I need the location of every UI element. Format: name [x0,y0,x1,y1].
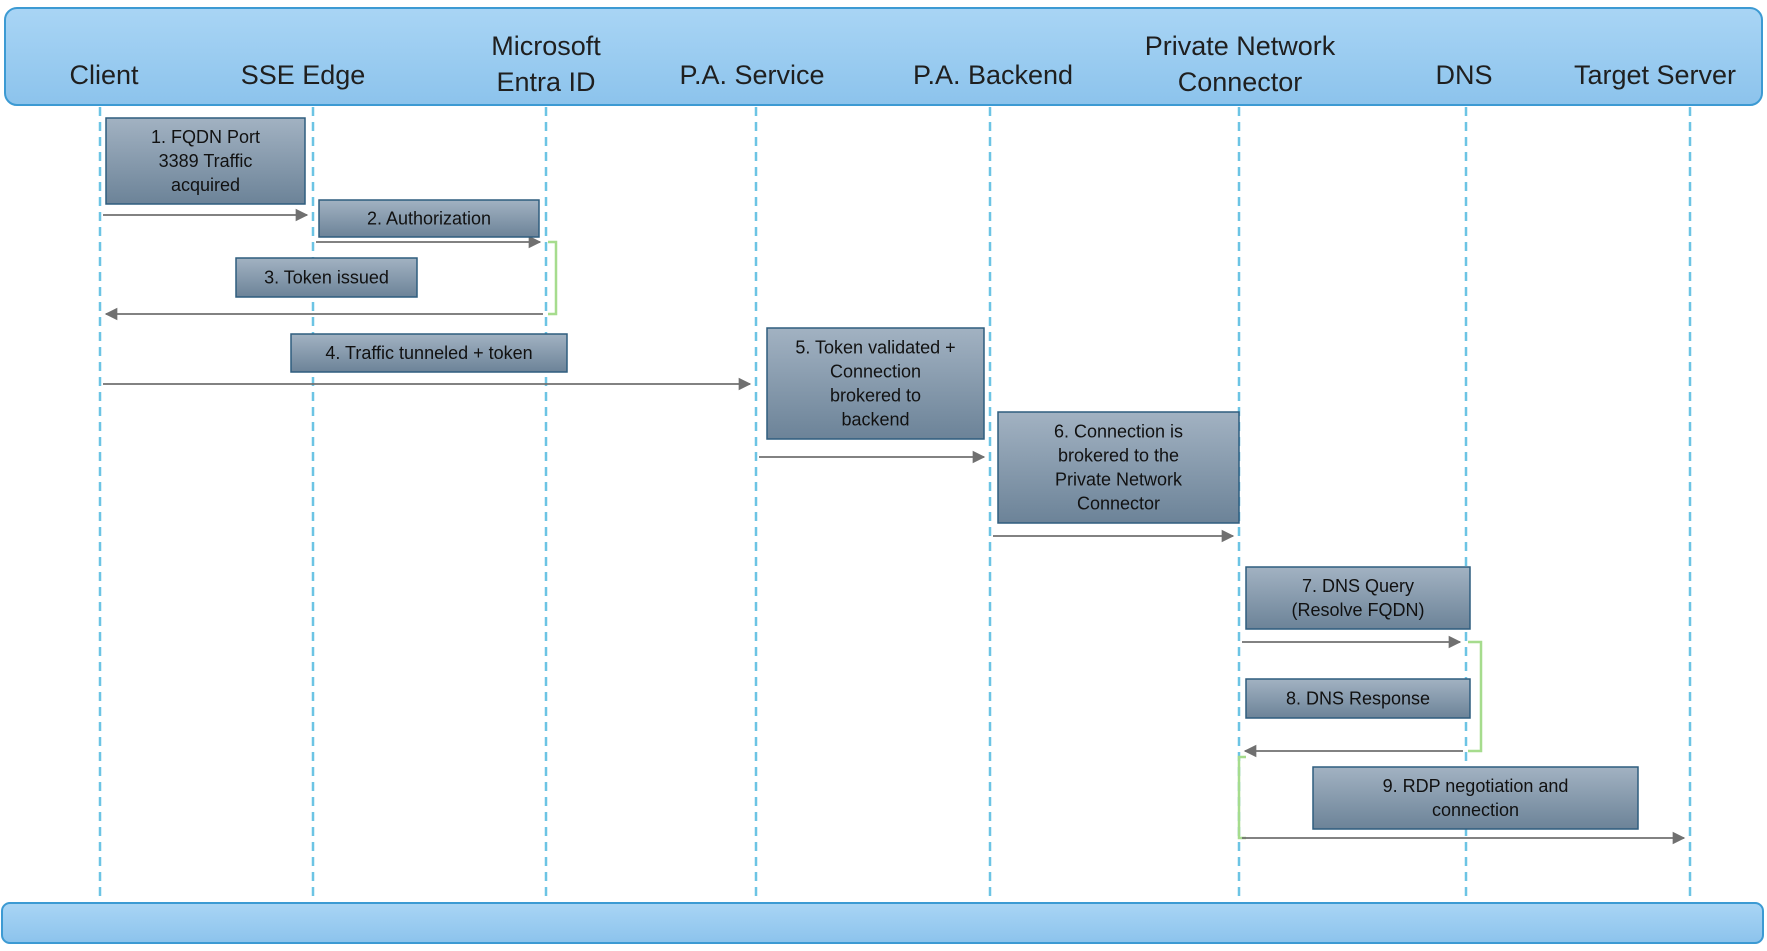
step-label-3: 3. Token issued [264,268,389,288]
step-label-8: 8. DNS Response [1286,689,1430,709]
participant-label-target-server: Target Server [1574,60,1736,90]
participant-label-line: DNS [1435,60,1492,90]
step-box-6 [997,411,1240,524]
return-brackets [548,240,1483,840]
step-box-2 [318,199,540,238]
step-box-4 [290,333,568,373]
step-label-line: 3. Token issued [264,268,389,288]
step-box-5 [766,327,985,440]
participant-label-client: Client [69,60,139,90]
step-label-line: (Resolve FQDN) [1291,600,1424,620]
step-label-line: 9. RDP negotiation and [1383,776,1569,796]
participant-label-sse-edge: SSE Edge [241,60,366,90]
participant-label-line: Connector [1178,67,1303,97]
step-label-line: 6. Connection is [1054,422,1183,442]
step-label-line: Connection [830,362,921,382]
step-box-8 [1245,678,1471,719]
step-label-5: 5. Token validated + Connection brokered t… [795,338,955,430]
step-label-line: 7. DNS Query [1302,576,1414,596]
header-bar [4,7,1763,106]
participant-label-line: P.A. Service [679,60,824,90]
step-label-line: Connector [1077,494,1160,514]
step-label-9: 9. RDP negotiation and connection [1383,776,1569,820]
dns-return-bracket [1468,640,1483,753]
step-label-line: connection [1432,800,1519,820]
participant-label-line: P.A. Backend [913,60,1073,90]
messages [103,208,1686,845]
participant-label-dns: DNS [1435,60,1492,90]
participant-label-pa-backend: P.A. Backend [913,60,1073,90]
step-label-1: 1. FQDN Port 3389 Traffic acquired [151,127,260,195]
step-boxes: 1. FQDN Port 3389 Traffic acquired 2. Autho… [105,117,1639,830]
step-box-1 [105,117,306,205]
entra-return-bracket [548,240,558,316]
step-label-line: brokered to [830,386,921,406]
step-label-line: 1. FQDN Port [151,127,260,147]
participant-label-line: SSE Edge [241,60,366,90]
participant-label-line: Private Network [1145,31,1336,61]
participant-label-line: Entra ID [496,67,595,97]
step-box-9 [1312,766,1639,830]
step-label-4: 4. Traffic tunneled + token [325,343,532,363]
step-box-3 [235,257,418,298]
step-label-2: 2. Authorization [367,209,491,229]
step-box-7 [1245,566,1471,630]
step-label-line: acquired [171,175,240,195]
participant-label-line: Microsoft [491,31,601,61]
step-label-line: 4. Traffic tunneled + token [325,343,532,363]
footer-bar [1,902,1764,944]
step-label-line: brokered to the [1058,446,1179,466]
connector-rdp-bracket [1237,755,1246,840]
step-label-line: backend [841,410,909,430]
step-label-line: 2. Authorization [367,209,491,229]
step-label-line: 5. Token validated + [795,338,955,358]
step-label-7: 7. DNS Query (Resolve FQDN) [1291,576,1424,620]
step-label-line: 8. DNS Response [1286,689,1430,709]
participant-label-pa-service: P.A. Service [679,60,824,90]
step-label-line: 3389 Traffic [159,151,253,171]
participant-label-line: Target Server [1574,60,1736,90]
participant-label-line: Client [69,60,139,90]
step-label-line: Private Network [1055,470,1183,490]
